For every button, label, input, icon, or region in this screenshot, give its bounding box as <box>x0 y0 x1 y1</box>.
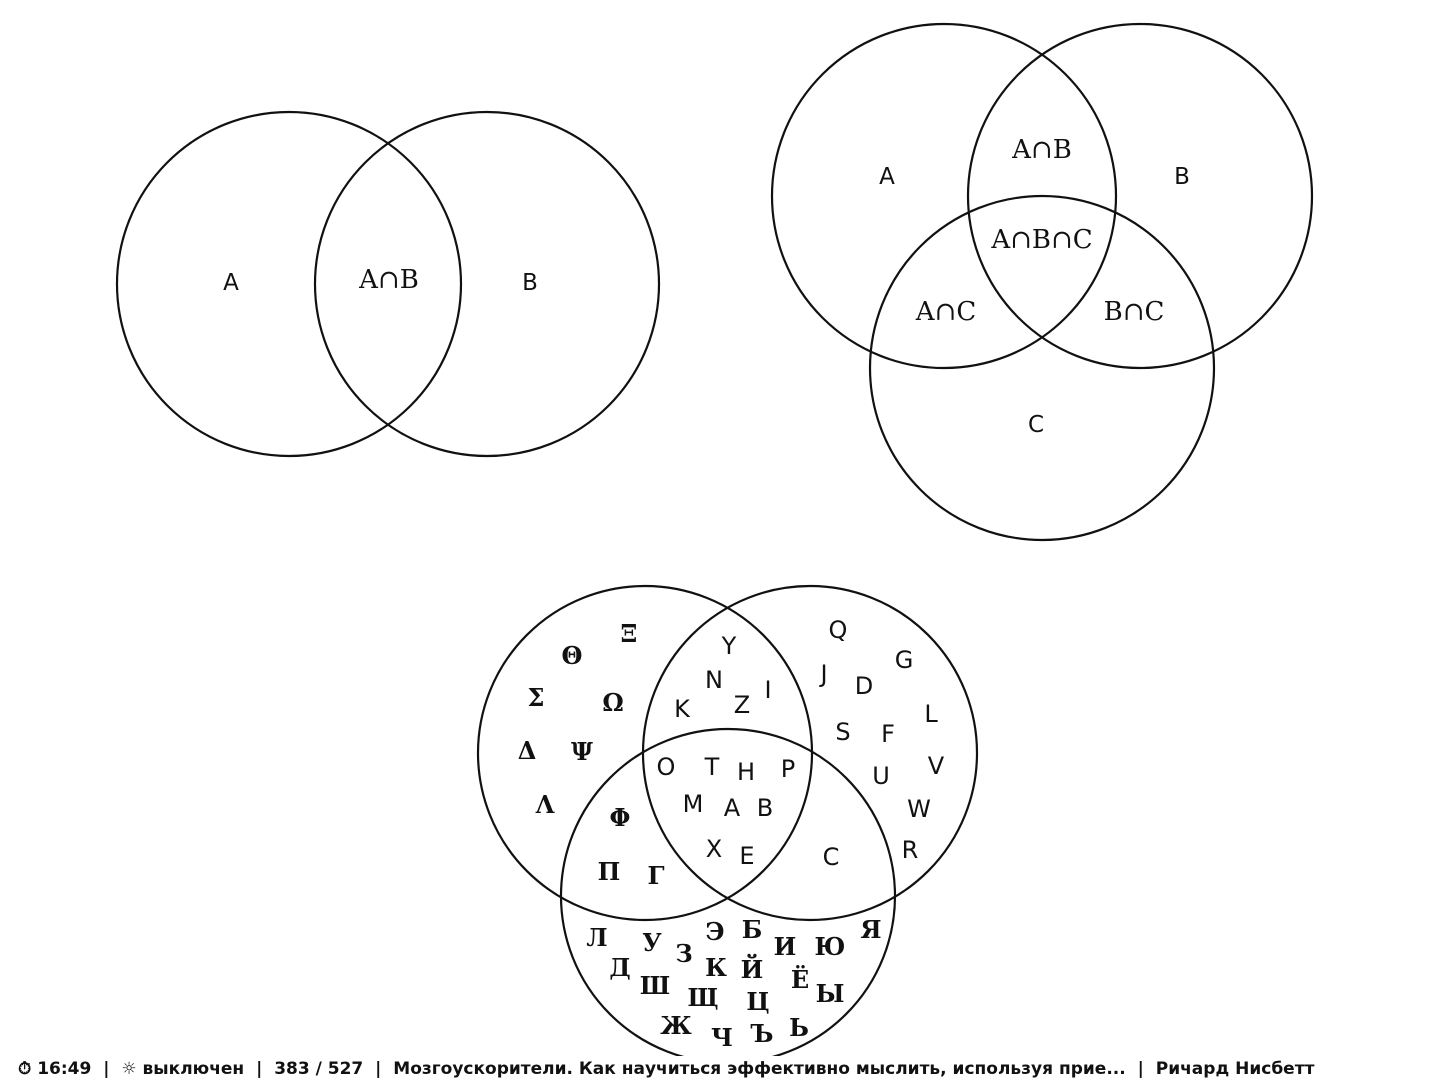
letter-greek-latin: I <box>764 676 771 704</box>
letter-greek-latin: Y <box>721 632 737 660</box>
letter-greek-only: Σ <box>528 683 545 712</box>
label-b: B <box>522 270 538 296</box>
separator: | <box>256 1059 263 1079</box>
letter-cyrillic-only: Ч <box>711 1023 733 1052</box>
separator: | <box>1137 1059 1144 1079</box>
letter-all-three: B <box>757 794 773 822</box>
label-a-intersect-c: A∩C <box>915 297 976 327</box>
letter-latin-only: J <box>818 660 827 688</box>
letter-cyrillic-only: З <box>675 939 692 968</box>
venn-three-sets: A A∩B B A∩B∩C A∩C B∩C C <box>770 22 1314 542</box>
label-a: A <box>879 164 895 190</box>
letter-latin-only: V <box>928 752 945 780</box>
letter-latin-only: C <box>823 843 840 871</box>
book-title: Мозгоускорители. Как научиться эффективн… <box>393 1059 1126 1079</box>
letter-all-three: M <box>683 790 704 818</box>
letter-cyrillic-only: Б <box>742 915 763 944</box>
page-counter: 383 / 527 <box>274 1059 364 1079</box>
letter-latin-only: F <box>881 720 895 748</box>
letter-greek-only: Δ <box>518 736 537 765</box>
set-a-circle <box>770 22 1118 370</box>
letter-cyrillic-only: Ж <box>660 1011 692 1040</box>
letter-latin-only: W <box>907 795 931 823</box>
label-a-intersect-b-intersect-c: A∩B∩C <box>990 225 1092 255</box>
clock-icon: ⏱ <box>18 1059 32 1079</box>
letter-cyrillic-only: Ъ <box>751 1019 774 1048</box>
letter-greek-cyrillic: Π <box>598 857 621 886</box>
letter-cyrillic-only: Ц <box>746 987 769 1016</box>
letter-all-three: H <box>737 758 755 786</box>
letter-cyrillic-only: Ь <box>789 1013 809 1042</box>
letter-cyrillic-only: Э <box>705 917 724 946</box>
letter-all-three: E <box>739 842 754 870</box>
letter-all-three: T <box>704 753 720 781</box>
letter-cyrillic-only: К <box>705 953 727 982</box>
letter-greek-only: Ξ <box>621 619 638 648</box>
letter-latin-only: S <box>835 718 850 746</box>
separator: | <box>375 1059 382 1079</box>
letter-greek-latin: N <box>705 666 723 694</box>
set-c-circle <box>868 194 1216 542</box>
set-a-circle <box>115 110 463 458</box>
letter-greek-only: Ω <box>602 688 623 717</box>
letter-cyrillic-only: Я <box>860 915 881 944</box>
label-a: A <box>223 270 239 296</box>
letter-greek-cyrillic: Γ <box>647 861 664 890</box>
backlight-status: выключен <box>142 1059 245 1079</box>
set-b-circle <box>966 22 1314 370</box>
letter-all-three: O <box>657 753 676 781</box>
label-a-intersect-b: A∩B <box>1011 135 1072 165</box>
reader-status-bar: ⏱ 16:49 | ☼ выключен | 383 / 527 | Мозго… <box>18 1058 1418 1080</box>
sun-icon: ☼ <box>121 1059 137 1079</box>
book-author: Ричард Нисбетт <box>1155 1059 1315 1079</box>
letter-greek-cyrillic: Φ <box>610 803 631 832</box>
letter-latin-only: Q <box>829 616 848 644</box>
letter-greek-latin: K <box>674 695 691 723</box>
cyrillic-alphabet-circle <box>559 727 897 1056</box>
letter-cyrillic-only: У <box>642 928 662 957</box>
letter-all-three: A <box>724 794 741 822</box>
letter-greek-latin: Z <box>734 691 750 719</box>
venn-two-sets: A A∩B B <box>115 110 661 458</box>
letter-latin-only: U <box>872 762 890 790</box>
letter-latin-only: R <box>902 836 919 864</box>
greek-alphabet-circle <box>476 584 814 922</box>
set-b-circle <box>313 110 661 458</box>
venn-diagrams-illustration: A A∩B B A A∩B B A∩B∩C A∩C B∩C C Θ Ξ Σ Ω Δ ΨΛ Y… <box>115 22 1314 1056</box>
letter-latin-only: D <box>855 672 873 700</box>
letter-cyrillic-only: И <box>774 932 797 961</box>
label-c: C <box>1028 412 1044 438</box>
clock-time: 16:49 <box>37 1059 92 1079</box>
letter-latin-only: G <box>895 646 914 674</box>
letter-greek-only: Θ <box>562 641 583 670</box>
letter-all-three: X <box>706 835 722 863</box>
letter-cyrillic-only: Щ <box>687 983 718 1012</box>
letter-cyrillic-only: Ш <box>640 971 670 1000</box>
letter-cyrillic-only: Й <box>741 953 764 984</box>
letter-cyrillic-only: Д <box>609 953 630 982</box>
letter-latin-only: L <box>924 700 938 728</box>
letter-cyrillic-only: Л <box>586 923 607 952</box>
label-b-intersect-c: B∩C <box>1104 297 1165 327</box>
label-a-intersect-b: A∩B <box>358 265 419 295</box>
letter-cyrillic-only: Ю <box>815 932 846 961</box>
label-b: B <box>1174 164 1190 190</box>
letter-cyrillic-only: Ы <box>816 979 845 1008</box>
letter-all-three: P <box>781 755 795 783</box>
letter-cyrillic-only: Ё <box>791 965 809 994</box>
letter-greek-only: Λ <box>535 790 555 819</box>
separator: | <box>103 1059 110 1079</box>
letter-greek-only: Ψ <box>571 737 593 766</box>
